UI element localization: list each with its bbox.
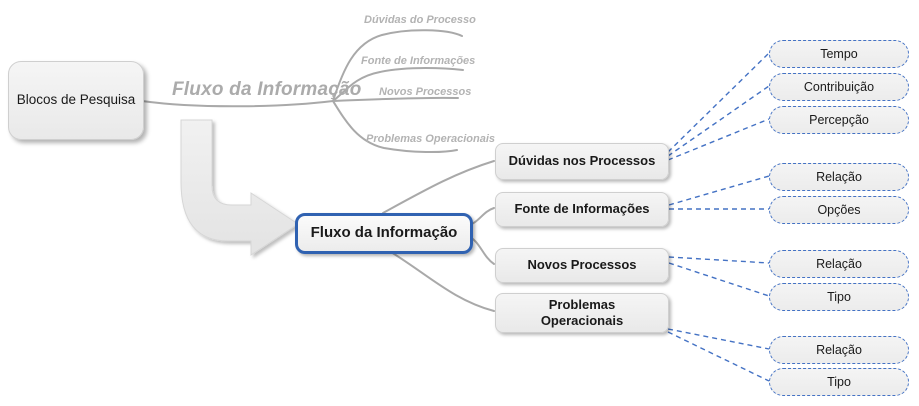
pill-tempo[interactable]: Tempo [769,40,909,68]
pill-tipo-probl[interactable]: Tipo [769,368,909,396]
ghost-branch-label-duvidas: Dúvidas do Processo [364,14,476,26]
node-problemas-operacionais[interactable]: Problemas Operacionais [495,293,669,333]
dashed-connector-relacao-2 [668,256,770,264]
main-branch-line-1 [382,160,495,214]
node-blocos-de-pesquisa[interactable]: Blocos de Pesquisa [8,61,144,140]
pill-relacao-probl[interactable]: Relação [769,336,909,364]
node-duvidas-nos-processos[interactable]: Dúvidas nos Processos [495,143,669,180]
dashed-connector-relacao-1 [668,175,770,206]
ghost-branch-label-problemas: Problemas Operacionais [366,133,495,145]
pill-opcoes[interactable]: Opções [769,196,909,224]
ghost-branch-line-1 [332,29,463,102]
pill-contribuicao[interactable]: Contribuição [769,73,909,101]
node-fonte-de-informacoes[interactable]: Fonte de Informações [495,192,669,227]
ghost-branch-line-2 [332,67,464,102]
pill-relacao-novos[interactable]: Relação [769,250,909,278]
pill-relacao-fonte[interactable]: Relação [769,163,909,191]
node-fluxo-da-informacao-central[interactable]: Fluxo da Informação [295,213,473,254]
dashed-connector-tipo-2 [667,331,770,382]
ghost-branch-line-4 [332,100,458,154]
node-problemas-operacionais-label: Problemas Operacionais [540,296,624,328]
ghost-root-label: Fluxo da Informação [172,79,362,100]
main-branch-line-4 [385,248,495,312]
dashed-connector-contribuicao [667,85,770,157]
dashed-connector-tipo-1 [668,262,770,297]
node-novos-processos[interactable]: Novos Processos [495,248,669,283]
pill-tipo-novos[interactable]: Tipo [769,283,909,311]
dashed-connector-tempo [667,52,770,153]
ghost-branch-line-3 [332,96,459,102]
dashed-connector-percepcao [667,118,770,161]
pill-percepcao[interactable]: Percepção [769,106,909,134]
transition-arrow [180,119,299,256]
ghost-branch-label-fonte: Fonte de Informações [361,55,476,67]
ghost-trunk-line [141,100,334,108]
dashed-connector-relacao-3 [667,328,770,350]
ghost-branch-label-novos: Novos Processos [379,86,472,98]
